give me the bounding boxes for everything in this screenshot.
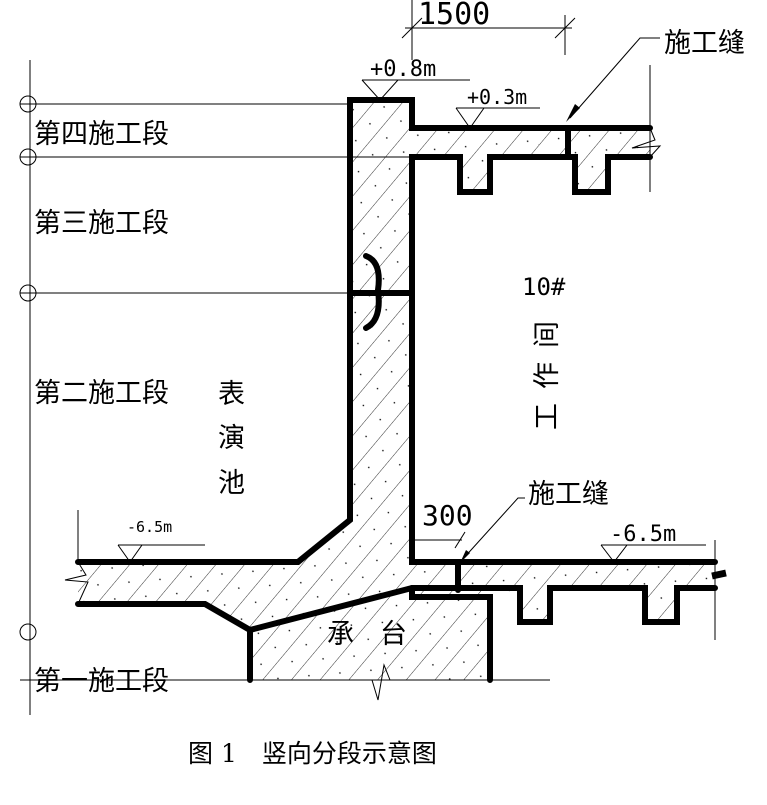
svg-text:施工缝: 施工缝 [528,479,609,510]
svg-text:施工缝: 施工缝 [664,28,745,59]
construction-joint-top-callout: 施工缝 [566,28,745,122]
svg-text:+0.3m: +0.3m [467,85,527,109]
stage-3-label: 第三施工段 [34,208,169,239]
stage-axis [19,60,550,715]
room-name: 工作间 [532,307,563,430]
level-left-bottom: -6.5m [117,518,205,563]
level-right-bottom: -6.5m [600,522,706,563]
level-wall-top: +0.8m [361,57,470,101]
pile-cap-label-1: 承 [327,619,354,650]
stage-1-label: 第一施工段 [34,666,169,697]
pool-label-3: 池 [218,468,245,499]
structure-outline [75,97,727,683]
room-number: 10# [522,273,566,301]
dimension-1500: 1500 [401,0,576,60]
stage-4-label: 第四施工段 [34,119,169,150]
svg-text:-6.5m: -6.5m [127,518,172,536]
pile-cap-label-2: 台 [380,619,407,650]
pool-label-1: 表 [218,379,245,410]
svg-text:+0.8m: +0.8m [370,57,436,82]
figure-caption: 图 1 竖向分段示意图 [188,739,437,768]
pool-label-2: 演 [218,423,245,454]
level-slab-top: +0.3m [455,85,540,129]
dimension-300: 300 [412,499,473,549]
dimension-1500-label: 1500 [418,0,490,32]
dimension-300-label: 300 [422,499,473,532]
concrete-section [78,100,715,680]
break-lines [64,65,716,701]
stage-2-label: 第二施工段 [34,378,169,409]
construction-joint-bottom-callout: 施工缝 [460,479,609,563]
svg-text:-6.5m: -6.5m [610,522,676,547]
